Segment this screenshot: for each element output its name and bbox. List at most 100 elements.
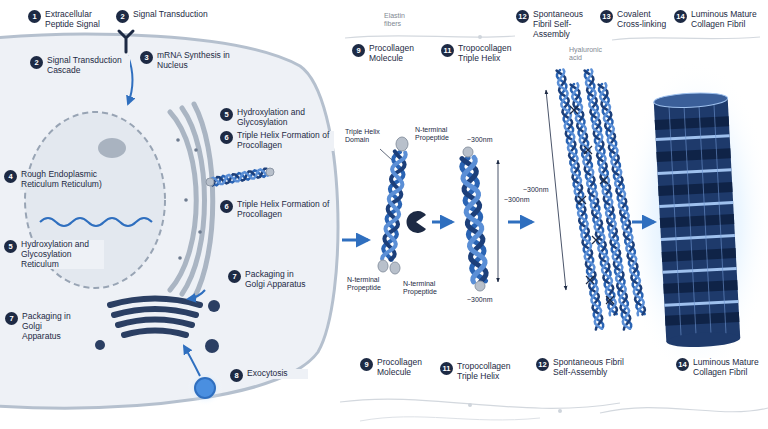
cross-link [570, 106, 578, 114]
annotation-label: Hyaluronic acid [568, 46, 612, 62]
golgi-cisterna [118, 320, 192, 326]
mature-fibril [653, 91, 740, 349]
callout-label: Packaging in Golgi Apparatus [244, 270, 312, 290]
fibril-glow [622, 60, 768, 380]
hyaluronic-bead [558, 409, 562, 413]
callout-number: 12 [536, 358, 549, 371]
mrna-strand [40, 218, 152, 226]
cross-link [586, 276, 594, 284]
callout-number: 1 [28, 10, 41, 23]
fibril-band [660, 214, 734, 228]
annotation-label: N-terminal Propeptide [414, 126, 462, 142]
propeptide [390, 262, 400, 274]
callout: 1Extracellular Peptide Signal [28, 10, 112, 30]
callout-number: 9 [360, 358, 373, 371]
collagen-strand [211, 169, 267, 184]
cross-link [584, 146, 592, 154]
fibril-band [662, 248, 736, 262]
callout: 9Procollagen Molecule [352, 44, 430, 64]
fibril-band [665, 312, 739, 326]
ribosome [184, 198, 188, 202]
hyaluronic-bead [478, 35, 482, 39]
collagen-strand [463, 157, 485, 282]
fibril-band [663, 280, 737, 294]
callout: 12Spontaneous Fibril Self-Assembly [516, 10, 600, 39]
stage-arrow [632, 221, 654, 224]
nucleolus [98, 138, 126, 158]
elastin-fiber [345, 36, 515, 38]
vesicle [208, 300, 220, 312]
dimension-label: ~300nm [503, 196, 531, 204]
callout-label: Hydroxylation and Glycosylation Reticulu… [20, 240, 104, 269]
callout-label: Spontaneous Fibril Self-Assembly [532, 10, 600, 39]
callout-label: Packaging in Golgi Apparatus [21, 312, 83, 341]
callout: 14Luminous Mature Collagen Fibril [674, 10, 764, 30]
cell-membrane [0, 34, 338, 408]
fibril-stripe [663, 267, 737, 274]
leader-line [380, 149, 392, 160]
callout: 14Luminous Mature Collagen Fibril [676, 358, 764, 378]
callout-number: 9 [352, 44, 365, 57]
golgi-cisterna [110, 299, 200, 306]
stage-arrow [342, 239, 368, 242]
callout: 7Packaging in Golgi Apparatus [5, 312, 83, 341]
callout-number: 11 [441, 44, 454, 57]
callout-label: Triple Helix Formation of Procollagen [236, 131, 334, 151]
callout-number: 7 [228, 270, 241, 283]
callout: 11Tropocollagen Triple Helix [441, 44, 523, 64]
fibril-stripe [656, 134, 730, 141]
callout-number: 11 [440, 362, 453, 375]
callout-number: 12 [516, 10, 529, 23]
fibril-band [656, 148, 730, 162]
protease-enzyme [407, 211, 426, 233]
callout-label: Exocytosis [246, 369, 308, 379]
callout-number: 5 [4, 240, 17, 253]
callout: 2Signal Transduction Cascade [30, 56, 130, 76]
cross-link [600, 176, 608, 184]
stage-arrow [508, 221, 532, 224]
fibril-stripe [659, 201, 733, 208]
propeptide [463, 147, 473, 157]
callout-number: 5 [220, 108, 233, 121]
fibril-end [653, 91, 728, 109]
callout-label: Triple Helix Formation of Procollagen [236, 200, 334, 220]
callout-number: 4 [4, 170, 17, 183]
ribosome [198, 230, 202, 234]
fibril-band [655, 116, 729, 130]
callout-number: 14 [674, 10, 687, 23]
fibril-end [666, 331, 741, 349]
vesicle [95, 340, 105, 350]
callout: 13Covalent Cross-linking [600, 10, 672, 30]
callout-number: 3 [140, 51, 153, 64]
fibril-body [654, 98, 740, 342]
propeptide [378, 260, 388, 272]
propeptide [266, 168, 274, 176]
callout: 11Tropocollagen Triple Helix [440, 362, 524, 382]
propeptide [396, 137, 408, 151]
callout: 8Exocytosis [230, 369, 308, 382]
fibril-fiber [684, 101, 697, 341]
annotation-label: Triple Helix Domain [344, 128, 390, 144]
callout-label: Procollagen Molecule [368, 44, 430, 64]
er-membrane [182, 108, 205, 294]
callout-number: 14 [676, 358, 689, 371]
ribosome [194, 148, 198, 152]
callout: 3mRNA Synthesis in Nucleus [140, 51, 238, 71]
exocytosis-glow [187, 370, 223, 406]
annotation-label: N-terminal Propeptide [346, 276, 394, 292]
er-membrane [170, 112, 196, 290]
callout: 9Procollagen Molecule [360, 358, 444, 378]
callout-label: Luminous Mature Collagen Fibril [690, 10, 764, 30]
fibril-stripe [657, 168, 731, 175]
receptor [119, 31, 133, 52]
callout-label: Extracellular Peptide Signal [44, 10, 112, 30]
fibril-stripe [661, 234, 735, 241]
flow-arrow [188, 290, 205, 299]
callout-label: Tropocollagen Triple Helix [457, 44, 523, 64]
callout-label: Luminous Mature Collagen Fibril [692, 358, 764, 378]
elastin-fiber [340, 399, 620, 408]
cross-link [578, 196, 586, 204]
callout: 5Hydroxylation and Glycosylation [220, 108, 322, 128]
fibril-fiber [669, 101, 682, 341]
